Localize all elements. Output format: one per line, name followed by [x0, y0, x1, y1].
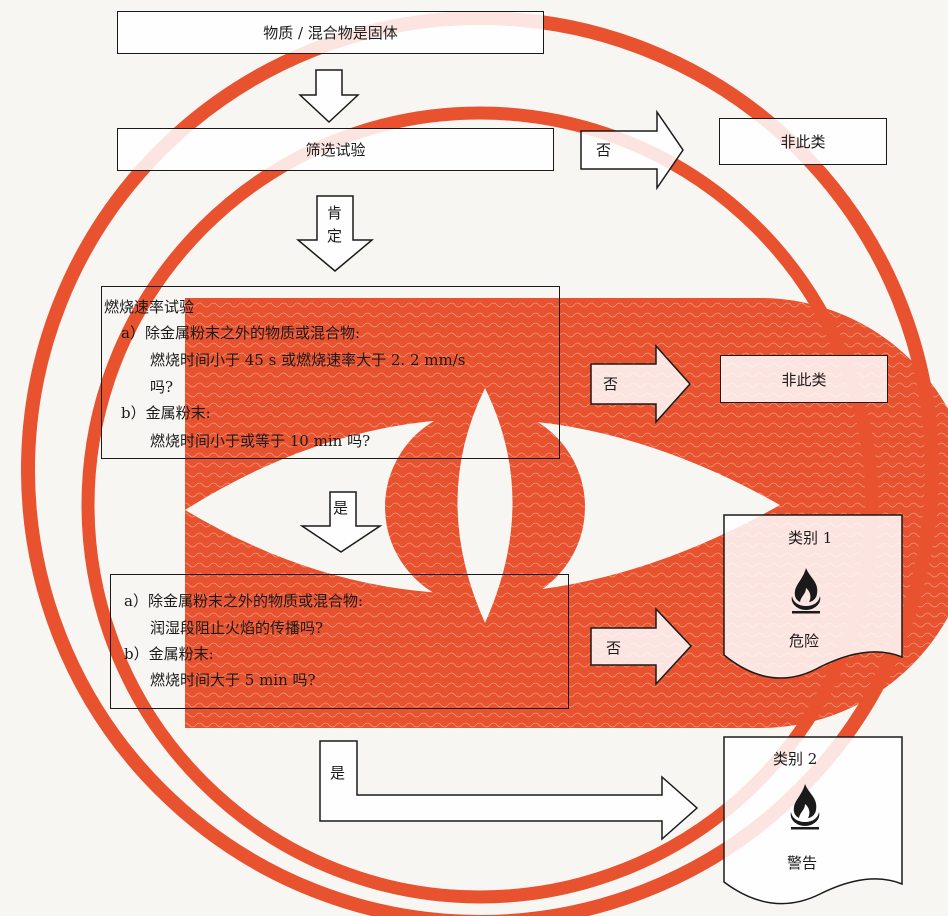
rate-test-a-line3: 吗?: [150, 378, 174, 396]
yes-label-2: 是: [330, 764, 346, 782]
category2-title: 类别 2: [773, 750, 818, 768]
burning-rate-test-box: [101, 286, 560, 459]
wet-test-a-line2: 润湿段阻止火焰的传播吗?: [150, 619, 324, 637]
wet-test-b-line1: b）金属粉末:: [124, 645, 214, 663]
wet-test-a-line1: a）除金属粉末之外的物质或混合物:: [124, 592, 363, 610]
not-class-box-1: 非此类: [719, 118, 887, 165]
category1-title: 类别 1: [788, 529, 833, 547]
no-label-1: 否: [596, 141, 612, 159]
no-label-2: 否: [603, 375, 619, 393]
no-label-3: 否: [606, 639, 622, 657]
category1-signal-word: 危险: [789, 632, 820, 650]
yes-label-1: 是: [333, 499, 349, 517]
watermark-pupil: [457, 388, 513, 623]
not-class-label-2: 非此类: [781, 370, 827, 389]
category2-signal-word: 警告: [787, 854, 818, 872]
flame-icon: [791, 568, 821, 614]
screening-test-box: 筛选试验: [117, 128, 554, 171]
watermark-inner-ring: [81, 106, 879, 904]
positive-label-char-2: 定: [327, 227, 343, 245]
flame-icon: [790, 784, 820, 830]
rate-test-a-line1: a）除金属粉末之外的物质或混合物:: [121, 324, 360, 342]
solid-substance-label: 物质 / 混合物是固体: [263, 24, 398, 42]
not-class-label-1: 非此类: [780, 133, 826, 151]
solid-substance-box: 物质 / 混合物是固体: [117, 11, 544, 54]
rate-test-title: 燃烧速率试验: [104, 298, 195, 316]
wetted-zone-test-box: [110, 574, 569, 709]
not-class-box-2: 非此类: [720, 355, 888, 403]
rate-test-a-line2: 燃烧时间小于 45 s 或燃烧速率大于 2. 2 mm/s: [150, 351, 466, 369]
wet-test-b-line2: 燃烧时间大于 5 min 吗?: [150, 671, 316, 689]
screening-test-label: 筛选试验: [305, 141, 366, 159]
rate-test-b-line1: b）金属粉末:: [121, 404, 211, 422]
rate-test-b-line2: 燃烧时间小于或等于 10 min 吗?: [150, 432, 371, 450]
positive-label-char-1: 肯: [327, 204, 343, 222]
